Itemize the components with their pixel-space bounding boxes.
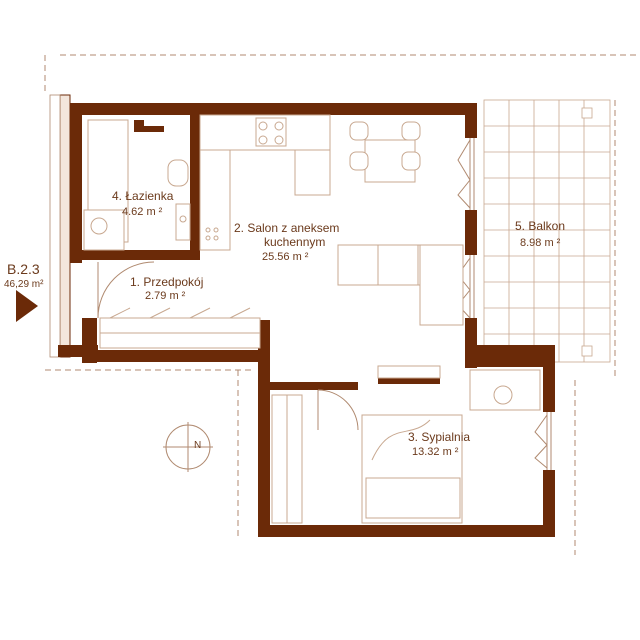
compass-north-label: N (194, 440, 201, 451)
north-compass-icon (163, 422, 213, 472)
room-2-name: 2. Salon z aneksem (234, 221, 339, 235)
walls (58, 103, 555, 537)
room-2-area: 25.56 m ² (262, 251, 309, 263)
dashed-boundary (44, 54, 640, 555)
room-1-area: 2.79 m ² (145, 290, 186, 302)
bedroom-furniture (271, 365, 541, 524)
doors (97, 261, 359, 431)
window-frames (457, 138, 552, 470)
sofa (337, 244, 464, 326)
unit-code: B.2.3 (7, 261, 40, 277)
room-1-name: 1. Przedpokój (130, 275, 203, 289)
unit-area: 46,29 m² (4, 279, 44, 290)
room-3-name: 3. Sypialnia (408, 430, 470, 444)
dining-set (349, 121, 421, 183)
room-5-area: 8.98 m ² (520, 237, 561, 249)
room-2-name-line2: kuchennym (264, 235, 325, 249)
room-4-name: 4. Łazienka (112, 189, 174, 203)
kitchen-counter (199, 114, 331, 251)
room-3-area: 13.32 m ² (412, 446, 459, 458)
room-5-name: 5. Balkon (515, 219, 565, 233)
exterior-wall-hatched (49, 94, 71, 358)
entrance-arrow-icon (16, 290, 38, 322)
room-4-area: 4.62 m ² (122, 206, 163, 218)
hallway-wardrobe (99, 307, 261, 349)
